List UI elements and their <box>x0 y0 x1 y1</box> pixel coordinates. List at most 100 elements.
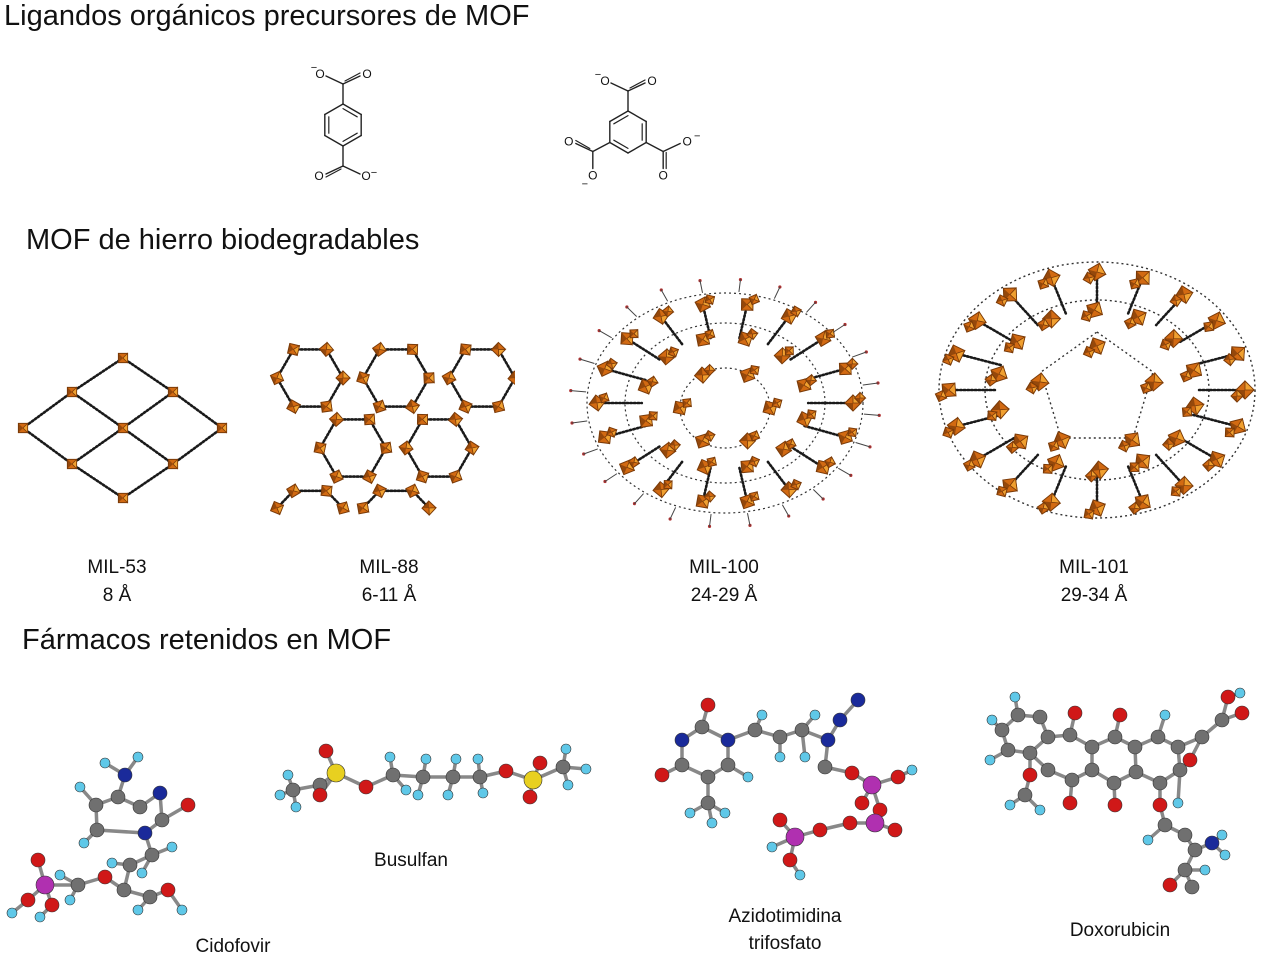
ligands-section-title: Ligandos orgánicos precursores de MOF <box>4 0 530 32</box>
octahedron-face <box>599 395 604 403</box>
fe-octahedron <box>286 342 301 357</box>
fe-octahedron <box>1080 310 1093 323</box>
fe-octahedron <box>748 429 761 442</box>
octahedron-face <box>1186 406 1193 417</box>
carbon-atom <box>994 722 1010 738</box>
octahedron-face <box>781 308 789 319</box>
fe-octahedron <box>320 484 333 498</box>
octahedron-face <box>709 495 717 503</box>
drug-name-line1: Azidotimidina <box>728 906 842 927</box>
octahedron-face <box>1051 318 1062 329</box>
octahedron-face <box>1231 396 1237 402</box>
octahedron-face <box>996 486 1003 495</box>
octahedron-face <box>1129 316 1137 326</box>
octahedron-face <box>492 402 499 413</box>
hydrogen-atom <box>99 757 111 769</box>
octahedron-face <box>1173 328 1184 340</box>
octahedron-face <box>846 363 853 370</box>
carbon-atom <box>674 757 690 773</box>
octahedron-face <box>741 298 748 311</box>
octahedron-face <box>1048 443 1054 452</box>
octahedron-face <box>1042 269 1052 281</box>
fe-octahedron <box>415 469 430 484</box>
octahedron-face <box>707 458 712 467</box>
octahedron-face <box>668 346 674 355</box>
octahedron-face <box>1208 320 1215 332</box>
octahedron-face <box>1237 417 1247 432</box>
charge-label: − <box>371 167 377 179</box>
linker <box>862 382 879 386</box>
linker <box>70 426 125 466</box>
oxygen-atom <box>890 769 906 785</box>
carbon-atom <box>1064 772 1080 788</box>
oxygen-atom <box>700 697 716 713</box>
octahedron-face <box>999 408 1010 420</box>
fe-octahedron <box>847 427 858 438</box>
octahedron-face <box>421 413 428 426</box>
octahedron-face <box>373 403 380 413</box>
nitrogen-atom <box>674 732 690 748</box>
bond <box>627 110 647 123</box>
octahedron-face <box>1223 353 1230 361</box>
mof-pore-size: 6-11 Å <box>361 584 417 606</box>
octahedron-face <box>1055 453 1065 468</box>
fe-octahedron <box>1123 316 1137 330</box>
hydrogen-atom <box>1219 849 1231 861</box>
octahedron-face <box>364 414 370 425</box>
mof-pore-size: 24-29 Å <box>690 584 758 606</box>
fe-octahedron <box>167 458 179 470</box>
octahedron-face <box>611 429 618 439</box>
octahedron-face <box>711 456 717 466</box>
octahedron-face <box>628 461 634 468</box>
octahedron-face <box>1096 262 1107 275</box>
bond <box>592 141 611 153</box>
oxygen-atom <box>532 755 548 771</box>
bond <box>325 168 342 178</box>
carbon-atom <box>1127 739 1143 755</box>
hydrogen-atom <box>132 751 144 763</box>
hydrogen-atom <box>562 779 574 791</box>
octahedron-face <box>122 422 128 434</box>
octahedron-face <box>428 371 435 384</box>
fe-octahedron <box>372 483 387 499</box>
carbon-atom <box>144 847 160 863</box>
octahedron-face <box>695 437 703 448</box>
fe-octahedron <box>704 294 716 306</box>
fe-octahedron <box>703 490 717 503</box>
bond <box>342 108 358 118</box>
fe-octahedron <box>286 399 302 415</box>
octahedron-face <box>667 479 673 490</box>
fe-octahedron <box>459 343 472 356</box>
hydrogen-atom <box>766 841 778 853</box>
octahedron-face <box>663 480 668 489</box>
octahedron-face <box>660 488 670 499</box>
octahedron-face <box>221 422 227 434</box>
octahedron-face <box>1118 440 1125 448</box>
octahedron-face <box>633 455 641 464</box>
bond <box>575 139 591 150</box>
oxygen-label: O <box>314 169 323 183</box>
octahedron-face <box>314 442 320 452</box>
hydrogen-atom <box>799 751 811 763</box>
hydrogen-atom <box>282 769 294 781</box>
fe-octahedron <box>942 426 955 439</box>
octahedron-face <box>459 400 466 410</box>
octahedron-face <box>753 429 761 439</box>
hydrogen-atom <box>477 787 489 799</box>
fe-octahedron <box>825 328 835 339</box>
octahedron-face <box>1134 277 1141 288</box>
linker <box>738 279 741 293</box>
octahedron-face <box>749 433 755 441</box>
octahedron-face <box>1142 493 1151 509</box>
bond <box>609 110 629 123</box>
carbon-atom <box>1128 764 1144 780</box>
octahedron-face <box>18 423 23 433</box>
fe-octahedron <box>996 485 1008 498</box>
nitrogen-atom <box>850 692 866 708</box>
octahedron-face <box>1061 435 1071 450</box>
octahedron-face <box>746 328 753 335</box>
linker <box>633 493 644 505</box>
linker <box>813 489 824 500</box>
fe-octahedron <box>824 455 837 469</box>
octahedron-face <box>788 313 798 326</box>
